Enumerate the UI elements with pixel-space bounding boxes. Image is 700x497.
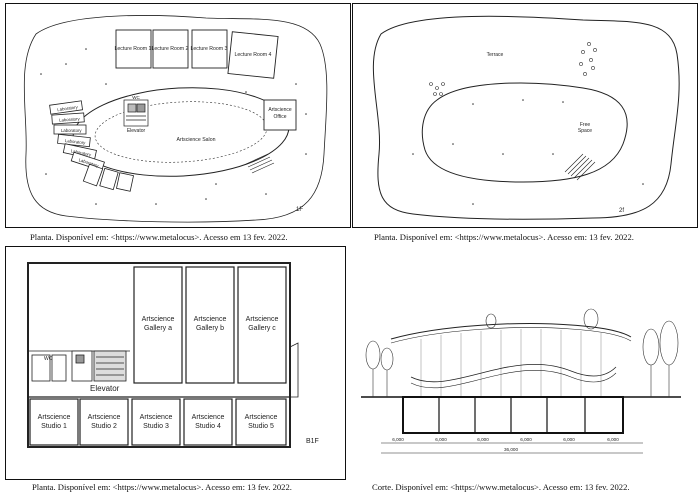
plan-b1f-drawing: WC Elevator Artscience Gallery a Artscie… [27, 262, 319, 448]
terrace-label: Terrace [487, 52, 504, 58]
basement [402, 396, 624, 434]
wc-label: WC [132, 95, 140, 100]
stairs-2f [564, 153, 596, 181]
caption-1f: Planta. Disponível em: <https://www.meta… [30, 232, 288, 242]
service-rooms [28, 350, 130, 382]
office-label-2: Office [274, 114, 287, 120]
lecture-room-3-label: Lecture Room 3 [191, 46, 228, 52]
elevator-core [123, 99, 149, 127]
site-boundary [23, 15, 328, 223]
caption-2f: Planta. Disponível em: <https://www.meta… [374, 232, 634, 242]
ramp-curve [410, 363, 617, 383]
plan-b1f-panel: WC Elevator Artscience Gallery a Artscie… [5, 246, 346, 480]
laboratories [49, 100, 134, 192]
salon-inner-ring [94, 101, 268, 163]
gallery-b-line1: Artscience [194, 316, 227, 323]
gallery-a-line2: Gallery a [144, 325, 172, 332]
floor-label-b1f: B1F [306, 438, 319, 445]
dimension-3: 6,000 [477, 437, 489, 442]
b1f-outline [27, 262, 291, 448]
stairs [245, 153, 275, 174]
plan-1f-drawing: Lecture Room 1 Lecture Room 2 Lecture Ro… [23, 15, 328, 223]
laboratory-label-1: Laboratory [57, 104, 79, 112]
lecture-room-1-label: Lecture Room 1 [115, 46, 152, 52]
section-drawing: 6,000 6,000 6,000 6,000 6,000 6,000 36,0… [361, 308, 681, 454]
free-space-label-2: Space [578, 128, 592, 134]
salon-label: Artscience Salon [177, 137, 216, 143]
studio-2-line1: Artscience [88, 414, 121, 421]
dimension-4: 6,000 [520, 437, 532, 442]
studio-3-line2: Studio 3 [143, 423, 169, 430]
section-panel: 6,000 6,000 6,000 6,000 6,000 6,000 36,0… [350, 246, 698, 480]
dimension-5: 6,000 [563, 437, 575, 442]
gallery-a-line1: Artscience [142, 316, 175, 323]
studio-2-line2: Studio 2 [91, 423, 117, 430]
trees [365, 308, 679, 397]
total-dimension: 36,000 [504, 447, 518, 452]
caption-section: Corte. Disponível em: <https://www.metal… [372, 482, 630, 492]
lecture-rooms [115, 29, 279, 79]
dimension-line [381, 442, 643, 454]
dimension-2: 6,000 [435, 437, 447, 442]
wc-label-b1f: WC [44, 356, 53, 362]
artscience-office [263, 99, 297, 131]
studio-5-line1: Artscience [245, 414, 278, 421]
studio-4-line1: Artscience [192, 414, 225, 421]
laboratory-label-6: Laboratory [78, 157, 100, 168]
roof-outline [372, 15, 680, 220]
laboratory-label-3: Laboratory [61, 128, 82, 133]
gallery-c-line1: Artscience [246, 316, 279, 323]
roof-curve [390, 323, 632, 340]
studio-1-line1: Artscience [38, 414, 71, 421]
gallery-c-line2: Gallery c [248, 325, 276, 332]
laboratory-label-2: Laboratory [59, 116, 81, 122]
void-outline [421, 82, 628, 183]
plan-2f-panel: Terrace Free Space 2f [352, 3, 698, 228]
galleries [133, 266, 287, 384]
lecture-room-4-label: Lecture Room 4 [235, 52, 272, 58]
tree-clusters [429, 42, 597, 96]
elevator-label-b1f: Elevator [90, 384, 120, 393]
floor-label-2f: 2f [619, 208, 624, 214]
column-dots [40, 48, 307, 205]
salon-outer-ring [72, 87, 290, 177]
studio-4-line2: Studio 4 [195, 423, 221, 430]
facade-lines [420, 329, 602, 397]
dimension-1: 6,000 [392, 437, 404, 442]
studio-1-line2: Studio 1 [41, 423, 67, 430]
free-space-label-1: Free [580, 122, 591, 128]
laboratory-label-4: Laboratory [65, 138, 87, 145]
lecture-room-2-label: Lecture Room 2 [152, 46, 189, 52]
elevator-label: Elevator [127, 128, 146, 134]
plan-2f-drawing: Terrace Free Space 2f [372, 15, 680, 220]
studio-3-line1: Artscience [140, 414, 173, 421]
gallery-b-line2: Gallery b [196, 325, 224, 332]
floor-label-1f: 1F [296, 207, 303, 213]
laboratory-label-5: Laboratory [70, 148, 92, 157]
ramp [289, 342, 299, 398]
caption-b1f: Planta. Disponível em: <https://www.meta… [32, 482, 292, 492]
studios [29, 398, 287, 446]
dimension-6: 6,000 [607, 437, 619, 442]
column-dots-2f [412, 99, 644, 205]
plan-1f-panel: Lecture Room 1 Lecture Room 2 Lecture Ro… [5, 3, 351, 228]
office-label-1: Artscience [268, 107, 292, 113]
studio-5-line2: Studio 5 [248, 423, 274, 430]
